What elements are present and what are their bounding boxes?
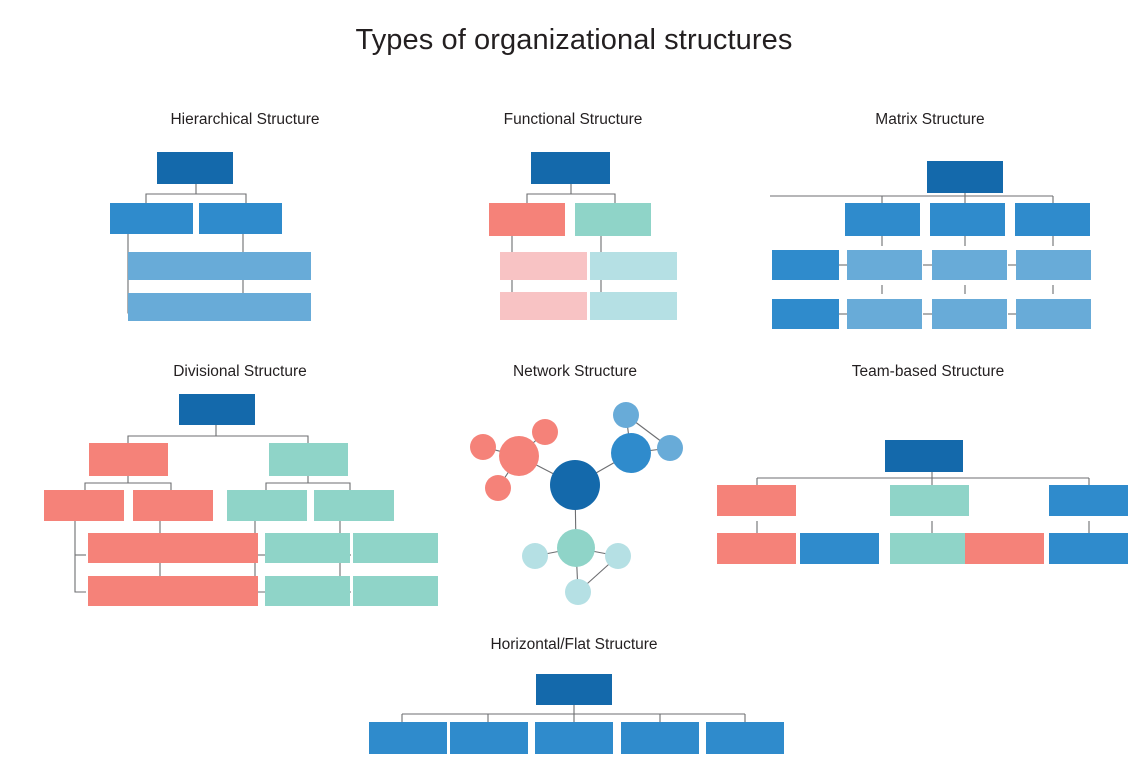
connector-root-split xyxy=(145,183,197,203)
node-blue-satellite-1 xyxy=(613,402,639,428)
node-manager-left xyxy=(110,203,193,234)
panel-functional xyxy=(489,152,677,320)
node-peer-5 xyxy=(706,722,784,754)
panel-matrix xyxy=(770,161,1091,329)
node-unit-1 xyxy=(88,533,173,563)
node-salmon-satellite-2 xyxy=(532,419,558,445)
node-staff-4 xyxy=(217,293,311,321)
node-unit-2 xyxy=(173,533,258,563)
node-team-member-5 xyxy=(1049,533,1128,564)
node-project-col-3 xyxy=(1015,203,1090,236)
panel-network xyxy=(470,402,683,605)
connector-div-right-split-b xyxy=(308,482,351,490)
panel-title-hierarchical: Hierarchical Structure xyxy=(170,111,320,128)
node-cell-2-1 xyxy=(847,299,922,329)
panel-horizontal-flat xyxy=(369,674,784,754)
panel-title-horizontal-flat: Horizontal/Flat Structure xyxy=(490,636,658,653)
panel-title-team-based: Team-based Structure xyxy=(851,363,1005,380)
node-subdivision-3 xyxy=(227,490,307,521)
node-unit-7 xyxy=(265,576,350,606)
node-salmon-satellite-3 xyxy=(485,475,511,501)
node-unit-8 xyxy=(353,576,438,606)
node-unit-4 xyxy=(353,533,438,563)
node-division-left xyxy=(89,443,168,476)
panel-hierarchical xyxy=(110,152,311,321)
node-project-col-2 xyxy=(930,203,1005,236)
node-manager-right xyxy=(199,203,282,234)
node-team-member-3 xyxy=(890,533,969,564)
node-teal-satellite-3 xyxy=(565,579,591,605)
node-team-lead-1 xyxy=(717,485,796,516)
connector-root-split xyxy=(526,183,572,203)
node-root xyxy=(536,674,612,705)
node-central-hub xyxy=(550,460,600,510)
page-title: Types of organizational structures xyxy=(355,24,793,56)
node-teal-hub xyxy=(557,529,595,567)
node-peer-3 xyxy=(535,722,613,754)
panel-title-divisional: Divisional Structure xyxy=(173,363,307,380)
node-subdivision-4 xyxy=(314,490,394,521)
connector-root-split-right xyxy=(196,193,247,203)
connector-root-split-right xyxy=(216,435,309,443)
node-teal-satellite-1 xyxy=(522,543,548,569)
node-peer-1 xyxy=(369,722,447,754)
connector-div-left-split-a xyxy=(84,476,129,490)
node-root xyxy=(531,152,610,184)
node-peer-2 xyxy=(450,722,528,754)
node-root xyxy=(179,394,255,425)
node-function-head-right xyxy=(575,203,651,236)
node-teal-satellite-2 xyxy=(605,543,631,569)
node-team-member-4 xyxy=(965,533,1044,564)
node-peer-4 xyxy=(621,722,699,754)
node-blue-satellite-2 xyxy=(657,435,683,461)
node-subdivision-1 xyxy=(44,490,124,521)
node-unit-5 xyxy=(88,576,173,606)
node-unit-3 xyxy=(265,533,350,563)
node-cell-1-2 xyxy=(932,250,1007,280)
node-subdivision-2 xyxy=(133,490,213,521)
node-staff-3 xyxy=(128,293,222,321)
node-team-member-2 xyxy=(800,533,879,564)
panel-divisional xyxy=(44,394,438,606)
connector-sub-1 xyxy=(74,521,86,593)
panel-title-functional: Functional Structure xyxy=(503,111,643,128)
node-cell-1-3 xyxy=(1016,250,1091,280)
node-unit-3 xyxy=(500,292,587,320)
node-function-row-2 xyxy=(772,299,839,329)
node-team-lead-2 xyxy=(890,485,969,516)
node-staff-1 xyxy=(128,252,222,280)
node-project-col-1 xyxy=(845,203,920,236)
panel-title-matrix: Matrix Structure xyxy=(875,111,985,128)
node-team-member-1 xyxy=(717,533,796,564)
node-unit-6 xyxy=(173,576,258,606)
node-team-lead-3 xyxy=(1049,485,1128,516)
node-blue-hub xyxy=(611,433,651,473)
panel-team-based xyxy=(717,440,1128,564)
node-cell-2-3 xyxy=(1016,299,1091,329)
node-root xyxy=(927,161,1003,193)
connector-root-split-right xyxy=(571,193,616,203)
node-unit-4 xyxy=(590,292,677,320)
node-staff-2 xyxy=(217,252,311,280)
node-unit-2 xyxy=(590,252,677,280)
node-division-right xyxy=(269,443,348,476)
panel-title-network: Network Structure xyxy=(512,363,638,380)
node-salmon-hub xyxy=(499,436,539,476)
node-root xyxy=(885,440,963,472)
node-function-head-left xyxy=(489,203,565,236)
connector-root-split-left xyxy=(127,425,217,443)
connector-div-right-split-a xyxy=(265,476,309,490)
node-cell-2-2 xyxy=(932,299,1007,329)
node-unit-1 xyxy=(500,252,587,280)
connector-div-left-split-b xyxy=(128,482,172,490)
node-cell-1-1 xyxy=(847,250,922,280)
node-function-row-1 xyxy=(772,250,839,280)
node-salmon-satellite-1 xyxy=(470,434,496,460)
node-root xyxy=(157,152,233,184)
